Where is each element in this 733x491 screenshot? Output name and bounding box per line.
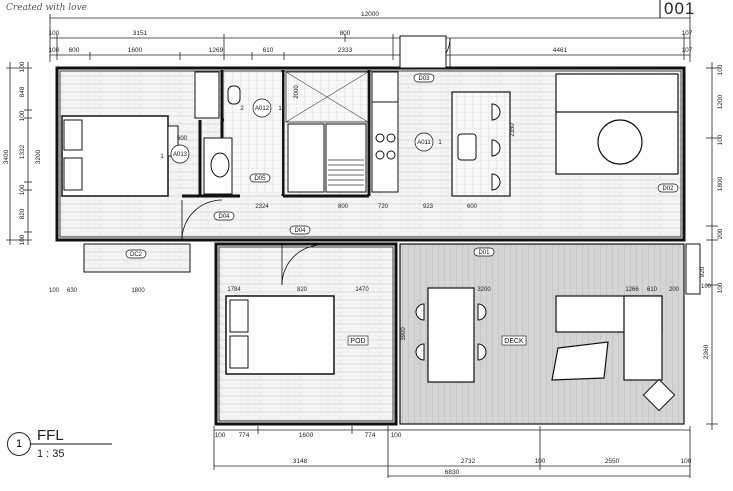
svg-text:100: 100 [717, 64, 724, 75]
svg-text:1: 1 [160, 154, 164, 160]
svg-text:A011: A011 [417, 140, 431, 146]
svg-text:1: 1 [278, 106, 282, 112]
svg-text:D01: D01 [478, 250, 490, 256]
svg-text:2360: 2360 [703, 344, 710, 359]
svg-text:100: 100 [49, 47, 60, 54]
bottom-dimensions [213, 426, 691, 478]
top-dimensions [49, 14, 691, 62]
dim-overall: 12000 [361, 11, 379, 18]
svg-text:100: 100 [19, 184, 26, 195]
view-number-circle: 1 [7, 432, 31, 456]
svg-text:3200: 3200 [35, 149, 42, 164]
svg-text:1470: 1470 [355, 287, 369, 293]
svg-text:A012: A012 [255, 106, 270, 112]
svg-text:3148: 3148 [293, 458, 308, 465]
svg-text:2: 2 [240, 106, 244, 112]
svg-text:100: 100 [681, 458, 692, 465]
svg-text:100: 100 [391, 432, 402, 439]
view-scale: 1 : 35 [37, 448, 65, 460]
svg-text:200: 200 [717, 228, 724, 239]
svg-text:2333: 2333 [338, 47, 353, 54]
svg-text:800: 800 [338, 204, 349, 210]
svg-text:100: 100 [215, 432, 226, 439]
step-dc2 [83, 243, 191, 273]
svg-text:600: 600 [69, 47, 80, 54]
svg-text:D02: D02 [662, 186, 674, 192]
svg-text:D04: D04 [294, 228, 306, 234]
svg-text:6830: 6830 [445, 469, 460, 476]
sheet-number: 001 [664, 0, 696, 18]
room-labels: POD DECK [347, 335, 527, 346]
svg-text:DC2: DC2 [130, 252, 143, 258]
svg-text:610: 610 [263, 47, 274, 54]
svg-text:D03: D03 [418, 76, 430, 82]
svg-text:107: 107 [682, 30, 693, 37]
svg-text:820: 820 [19, 208, 26, 219]
svg-text:610: 610 [647, 287, 658, 293]
svg-text:600: 600 [177, 136, 188, 142]
svg-text:200: 200 [669, 287, 680, 293]
svg-text:100: 100 [19, 110, 26, 121]
svg-text:800: 800 [340, 30, 351, 37]
svg-text:774: 774 [365, 432, 376, 439]
deck-area [399, 243, 701, 425]
svg-text:3400: 3400 [3, 149, 10, 164]
right-dimensions [706, 62, 718, 430]
svg-text:1800: 1800 [717, 176, 724, 191]
top-dim-labels: 12000 100 3151 800 107 100 600 1600 1269… [49, 11, 693, 54]
svg-text:600: 600 [467, 204, 478, 210]
tags: D03 D02 D04 D05 D01 D04 DC2 A012 A013 A0… [125, 73, 679, 259]
svg-text:4461: 4461 [553, 47, 568, 54]
svg-text:923: 923 [423, 204, 434, 210]
svg-text:3151: 3151 [133, 30, 148, 37]
svg-text:1332: 1332 [19, 144, 26, 159]
svg-text:2000: 2000 [294, 85, 300, 99]
view-title: FFL [37, 427, 64, 444]
svg-text:D05: D05 [254, 176, 266, 182]
svg-text:630: 630 [67, 288, 78, 294]
room-pod: POD [350, 338, 365, 345]
upper-building [55, 35, 686, 242]
svg-text:100: 100 [49, 288, 60, 294]
brand-tagline: Created with love [6, 3, 88, 13]
svg-text:3200: 3200 [477, 287, 491, 293]
svg-text:100: 100 [717, 282, 724, 293]
svg-text:1266: 1266 [625, 287, 639, 293]
room-deck: DECK [504, 338, 524, 345]
svg-text:2324: 2324 [255, 204, 269, 210]
svg-text:100: 100 [19, 234, 26, 245]
svg-text:1200: 1200 [717, 94, 724, 109]
svg-text:920: 920 [699, 266, 706, 277]
svg-text:1600: 1600 [128, 47, 143, 54]
svg-text:2732: 2732 [461, 458, 476, 465]
svg-text:100: 100 [701, 284, 712, 290]
svg-text:D04: D04 [218, 214, 230, 220]
svg-text:1784: 1784 [227, 287, 241, 293]
bottom-dim-labels: 100 774 1600 774 100 2732 100 2550 100 3… [215, 432, 692, 476]
svg-text:1600: 1600 [299, 432, 314, 439]
right-dim-labels: 100 1200 100 1800 200 920 100 2360 [699, 64, 724, 359]
svg-text:2550: 2550 [605, 458, 620, 465]
left-dim-labels: 100 848 100 1332 3200 100 820 100 3400 [3, 61, 42, 245]
svg-text:3900: 3900 [401, 327, 407, 341]
pod-building [214, 242, 398, 426]
svg-text:100: 100 [19, 61, 26, 72]
svg-text:A013: A013 [173, 152, 188, 158]
svg-text:1800: 1800 [131, 288, 145, 294]
left-dimensions [6, 62, 32, 245]
svg-text:2350: 2350 [510, 123, 516, 137]
interior-dim-labels: 100 630 1800 2324 800 720 923 600 1784 8… [49, 204, 712, 341]
svg-text:107: 107 [682, 47, 693, 54]
svg-text:848: 848 [19, 86, 26, 97]
svg-text:774: 774 [239, 432, 250, 439]
svg-text:1: 1 [438, 140, 442, 146]
svg-text:820: 820 [297, 287, 308, 293]
svg-text:720: 720 [378, 204, 389, 210]
svg-text:100: 100 [717, 134, 724, 145]
svg-text:1269: 1269 [209, 47, 224, 54]
svg-text:100: 100 [49, 30, 60, 37]
svg-text:100: 100 [535, 458, 546, 465]
